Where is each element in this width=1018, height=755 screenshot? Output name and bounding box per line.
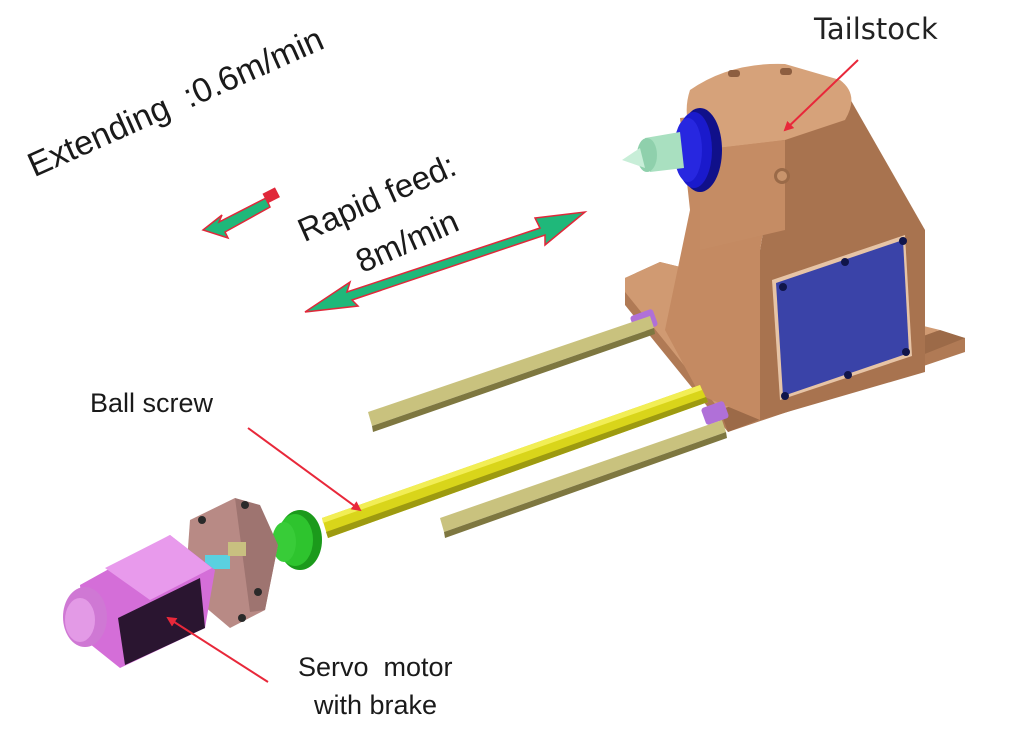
ball-screw (322, 385, 708, 538)
tailstock-label: Tailstock (814, 12, 938, 46)
ball-screw-label: Ball screw (90, 388, 214, 418)
servo-motor-leader-arrow (166, 616, 269, 683)
rapid-feed-arrow (304, 210, 588, 313)
servo-motor (63, 535, 215, 668)
coupling (272, 510, 322, 570)
extending-arrow (201, 187, 280, 240)
linear-rail-lower (440, 420, 727, 538)
tailstock-leader-arrow (783, 59, 859, 132)
linear-rail-upper (368, 316, 655, 432)
cover-plate (772, 235, 912, 400)
ball-screw-leader-arrow (247, 427, 362, 512)
servo-motor-label: Servo motor (298, 652, 453, 682)
servo-brake-label: with brake (314, 690, 438, 720)
rail-block-lower (701, 401, 729, 425)
tailstock-quill (622, 108, 722, 192)
